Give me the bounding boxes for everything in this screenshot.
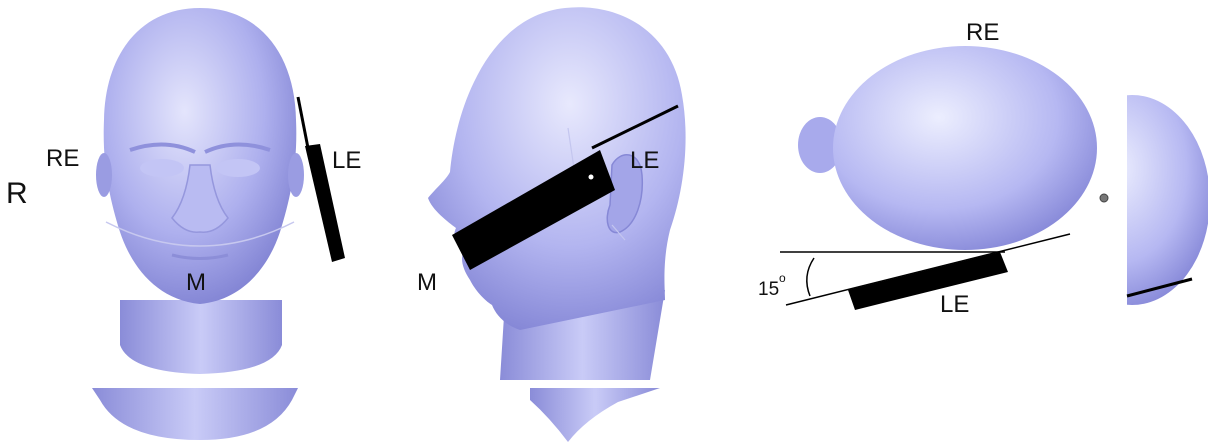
front-neck [120, 300, 282, 374]
front-right-eye [140, 159, 184, 177]
top-view-head [833, 46, 1097, 250]
top-view-reference-point [1099, 193, 1109, 203]
front-label-left-ear: LE [332, 147, 361, 174]
top-view-panel: RE LE 15 o [758, 19, 1109, 318]
front-left-ear [288, 153, 304, 197]
front-brow [129, 142, 271, 154]
top-label-right-ear: RE [966, 19, 999, 46]
front-nose [171, 164, 229, 233]
front-head [103, 8, 297, 304]
top-view-angle-arc [806, 257, 815, 297]
front-phone [305, 144, 345, 262]
side-phone-marker [588, 174, 594, 180]
side-label-left-ear: LE [630, 147, 659, 174]
cropped-head-fragment [1126, 95, 1208, 305]
front-label-mouth: M [186, 269, 206, 296]
front-mouth [171, 253, 229, 260]
cropped-head-shape [1127, 95, 1208, 305]
top-view-phone [848, 252, 1008, 310]
top-label-degree: o [779, 271, 786, 285]
top-view-nose [798, 117, 842, 173]
side-label-mouth: M [417, 269, 437, 296]
top-label-angle: 15 [758, 279, 779, 300]
front-right-ear [96, 153, 112, 197]
side-phone [452, 150, 615, 270]
front-label-right-ear-cropped-clip: RE [6, 177, 48, 210]
cropped-phone-line [1126, 277, 1193, 298]
side-phone-antenna [591, 104, 679, 150]
front-view-panel: RE LE M RE [6, 8, 361, 440]
top-view-tilted-line [785, 233, 1071, 306]
top-label-left-ear: LE [940, 291, 969, 318]
cropped-fragment-clip [1127, 95, 1208, 305]
side-view-panel: LE M [417, 7, 686, 442]
front-phone-antenna [296, 96, 310, 149]
front-reference-line [105, 221, 295, 247]
front-label-right-ear: RE [46, 145, 79, 172]
front-label-right-ear-cropped: RE [6, 177, 48, 210]
side-neck-fragment [530, 388, 660, 442]
front-left-eye [216, 159, 260, 177]
side-ear [606, 154, 644, 234]
front-torso-fragment [92, 388, 298, 440]
